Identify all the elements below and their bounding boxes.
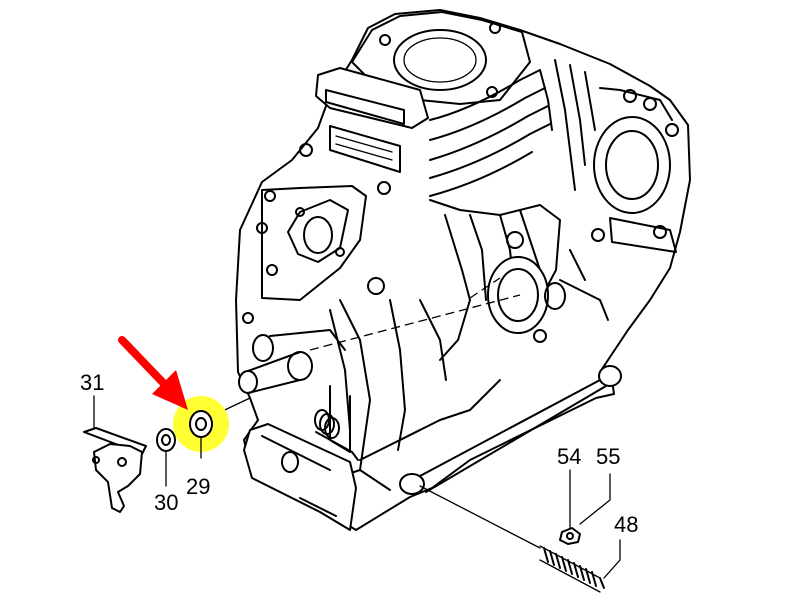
callout-30: 30 xyxy=(154,490,178,515)
seal-29 xyxy=(189,410,213,438)
cooling-fins xyxy=(429,59,596,197)
intake-port xyxy=(315,67,429,129)
assembly-centerline xyxy=(309,294,521,351)
engine-crankcase xyxy=(235,9,691,531)
crankcase-base-foot xyxy=(243,423,357,531)
callout-48: 48 xyxy=(614,512,638,537)
callout-29: 29 xyxy=(186,474,210,499)
governor-lever xyxy=(83,427,147,513)
leader-55 xyxy=(579,473,611,525)
washer-30 xyxy=(156,428,176,452)
internal-spring xyxy=(314,409,359,461)
callout-54: 54 xyxy=(557,444,581,469)
governor-shaft-boss xyxy=(252,334,274,362)
red-pointer-arrow xyxy=(118,336,188,410)
nut-54 xyxy=(559,527,581,545)
callout-31: 31 xyxy=(80,370,104,395)
leader-48 xyxy=(603,539,621,579)
spring-48 xyxy=(539,545,605,593)
callout-55: 55 xyxy=(596,444,620,469)
cylinder-bore xyxy=(393,29,487,91)
spring-link-rod xyxy=(419,485,541,549)
